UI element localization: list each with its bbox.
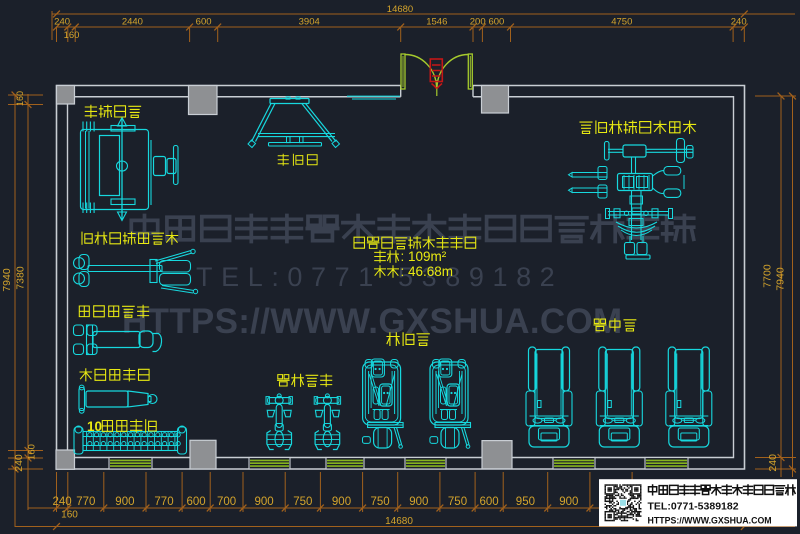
svg-text:10: 10 bbox=[87, 419, 102, 434]
svg-text:900: 900 bbox=[409, 496, 428, 508]
svg-text:TEL:0771 5389182: TEL:0771 5389182 bbox=[196, 262, 563, 292]
svg-text:750: 750 bbox=[293, 496, 312, 508]
svg-text:7380: 7380 bbox=[14, 266, 26, 290]
svg-text:240: 240 bbox=[54, 17, 70, 28]
svg-text:950: 950 bbox=[516, 496, 535, 508]
svg-text:770: 770 bbox=[76, 496, 95, 508]
svg-text:4750: 4750 bbox=[611, 17, 632, 28]
svg-text:7940: 7940 bbox=[775, 267, 787, 291]
svg-text:240: 240 bbox=[767, 454, 779, 472]
svg-text:770: 770 bbox=[154, 496, 173, 508]
svg-text:240: 240 bbox=[53, 496, 72, 508]
svg-text:2440: 2440 bbox=[122, 17, 143, 28]
svg-text:750: 750 bbox=[371, 496, 390, 508]
svg-text:900: 900 bbox=[255, 496, 274, 508]
svg-text:7940: 7940 bbox=[1, 268, 13, 292]
svg-text:240: 240 bbox=[731, 17, 747, 28]
svg-text:TEL:0771-5389182: TEL:0771-5389182 bbox=[648, 500, 739, 512]
svg-text:700: 700 bbox=[217, 496, 236, 508]
svg-text:7700: 7700 bbox=[762, 264, 774, 288]
svg-text:200: 200 bbox=[470, 17, 486, 28]
svg-text:240: 240 bbox=[13, 454, 25, 472]
svg-text:160: 160 bbox=[15, 91, 25, 106]
svg-text:600: 600 bbox=[187, 496, 206, 508]
svg-text:900: 900 bbox=[332, 496, 351, 508]
svg-text:600: 600 bbox=[480, 496, 499, 508]
svg-text:160: 160 bbox=[26, 444, 37, 460]
svg-text:1546: 1546 bbox=[426, 17, 447, 28]
svg-text:14680: 14680 bbox=[385, 516, 413, 527]
svg-text:: 46.68m: : 46.68m bbox=[401, 264, 454, 279]
svg-text:160: 160 bbox=[61, 510, 78, 521]
svg-text:14680: 14680 bbox=[387, 4, 413, 15]
svg-text:900: 900 bbox=[115, 496, 134, 508]
svg-text:3904: 3904 bbox=[299, 17, 320, 28]
svg-text:HTTPS://WWW.GXSHUA.COM: HTTPS://WWW.GXSHUA.COM bbox=[648, 515, 772, 525]
svg-text:160: 160 bbox=[64, 30, 80, 41]
svg-text:: 109m²: : 109m² bbox=[401, 249, 447, 264]
svg-text:750: 750 bbox=[448, 496, 467, 508]
svg-text:900: 900 bbox=[559, 496, 578, 508]
svg-text:600: 600 bbox=[196, 17, 212, 28]
svg-text:600: 600 bbox=[488, 17, 504, 28]
svg-text:HTTPS://WWW.GXSHUA.COM: HTTPS://WWW.GXSHUA.COM bbox=[122, 302, 622, 341]
